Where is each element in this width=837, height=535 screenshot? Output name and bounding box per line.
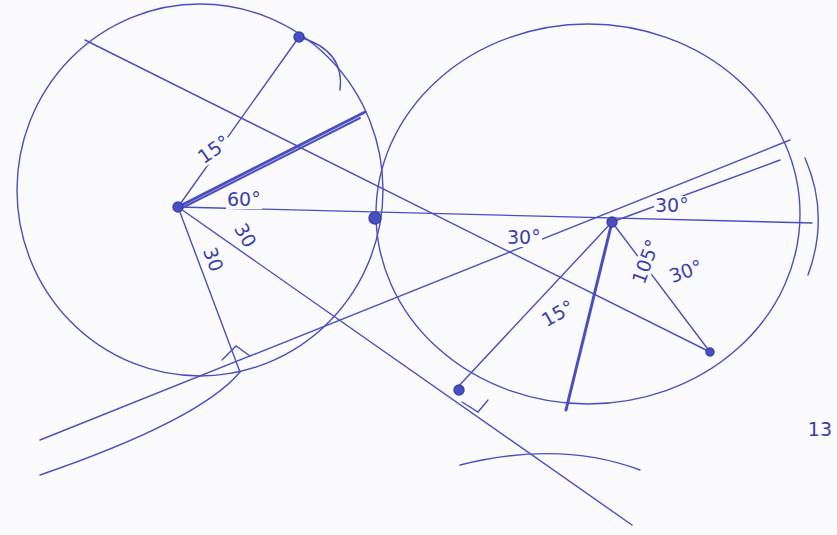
angle-label: 15° <box>538 296 578 330</box>
radius <box>612 222 710 352</box>
thick-radius <box>178 112 365 207</box>
partial-arc <box>805 158 818 275</box>
point <box>294 32 304 42</box>
point <box>369 212 381 224</box>
tangent-line <box>40 140 790 440</box>
secant-line <box>85 40 712 353</box>
arc-mark <box>299 37 340 90</box>
point <box>607 217 617 227</box>
radius <box>178 207 240 372</box>
radius <box>178 37 299 207</box>
angle-label: 30 <box>200 244 227 275</box>
angle-label: 13 <box>807 420 833 439</box>
point <box>454 385 464 395</box>
curve-line <box>40 372 240 475</box>
right-angle-mark <box>462 400 488 412</box>
point <box>173 202 183 212</box>
thick-radius <box>566 222 612 410</box>
angle-label: 30° <box>654 196 690 215</box>
radius <box>612 160 780 222</box>
point <box>706 348 714 356</box>
radius <box>455 222 612 390</box>
angle-label: 30° <box>506 228 542 247</box>
long-line <box>178 207 632 525</box>
curve-line <box>460 454 640 470</box>
angle-label: 60° <box>226 190 262 209</box>
angle-label: 105° <box>629 236 663 287</box>
angle-label: 30° <box>666 256 706 286</box>
thick-radius <box>180 118 360 209</box>
right-angle-mark <box>222 346 250 360</box>
left-circle <box>17 4 383 376</box>
center-line <box>178 207 812 223</box>
